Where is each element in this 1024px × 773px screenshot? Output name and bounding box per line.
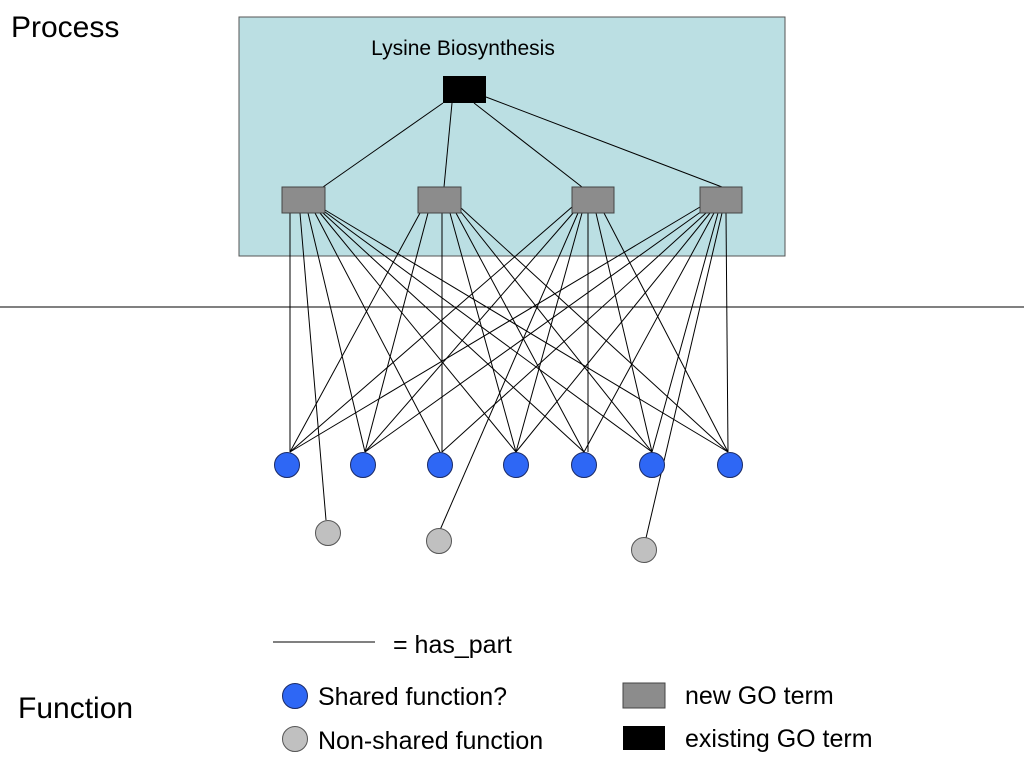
edge	[324, 211, 653, 453]
legend-shared-function-swatch	[282, 683, 308, 709]
non-shared-function-node	[426, 528, 452, 554]
shared-function-node	[639, 452, 665, 478]
edge	[485, 96, 723, 188]
shared-function-node	[427, 452, 453, 478]
legend-existing-go-term-swatch	[623, 726, 665, 750]
edge	[364, 212, 429, 453]
shared-function-node	[571, 452, 597, 478]
edge	[460, 207, 729, 453]
legend-has-part-label: = has_part	[393, 631, 512, 659]
edge	[645, 212, 723, 539]
edge	[299, 212, 327, 521]
shared-function-nodes	[274, 452, 743, 478]
edge	[603, 212, 729, 453]
edge	[364, 211, 575, 453]
new-go-term-node	[699, 186, 743, 214]
edge	[583, 212, 715, 453]
edge	[322, 102, 444, 188]
legend-shared-function-label: Shared function?	[318, 683, 507, 711]
non-shared-function-nodes	[315, 520, 657, 563]
edge	[595, 212, 653, 453]
function-section-label: Function	[18, 692, 133, 725]
new-go-term-node	[417, 186, 462, 214]
edge	[441, 212, 707, 453]
legend-existing-go-term-label: existing GO term	[685, 725, 873, 753]
process-section-label: Process	[11, 11, 119, 44]
non-shared-function-node	[631, 537, 657, 563]
legend-non-shared-function-label: Non-shared function	[318, 727, 543, 755]
edge	[314, 212, 441, 453]
edge	[289, 206, 573, 453]
edge	[725, 212, 729, 453]
shared-function-node	[274, 452, 300, 478]
edge	[364, 210, 703, 453]
edge	[449, 212, 517, 453]
shared-function-node	[350, 452, 376, 478]
legend-new-go-term-label: new GO term	[685, 682, 834, 710]
edge	[319, 212, 517, 453]
shared-function-node	[717, 452, 743, 478]
legend-new-go-term-swatch	[622, 682, 666, 709]
shared-function-node	[503, 452, 529, 478]
existing-go-term-node	[443, 76, 486, 103]
non-shared-function-node	[315, 520, 341, 546]
edge	[651, 212, 719, 453]
edge	[473, 102, 583, 188]
edge	[289, 212, 421, 453]
edge	[460, 211, 653, 453]
edge	[455, 212, 585, 453]
edges-bottom	[289, 206, 729, 539]
edge	[307, 212, 366, 453]
edge	[515, 212, 711, 453]
edge	[289, 206, 701, 453]
edge	[443, 102, 453, 188]
new-go-term-node	[571, 186, 615, 214]
legend: = has_part Shared function? Non-shared f…	[273, 631, 873, 755]
edge	[515, 212, 583, 453]
edge	[439, 212, 579, 531]
edge	[322, 212, 585, 453]
new-go-term-node	[281, 186, 326, 214]
legend-non-shared-function-swatch	[282, 726, 308, 752]
edges-top	[322, 96, 723, 188]
process-box-title: Lysine Biosynthesis	[371, 37, 555, 60]
